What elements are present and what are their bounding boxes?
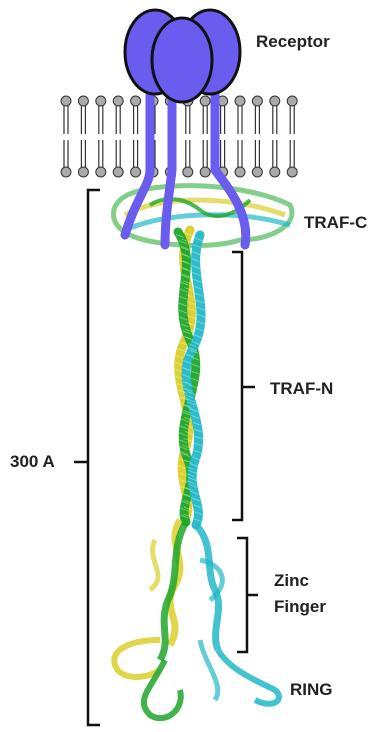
- zinc-finger-bracket: [237, 538, 258, 652]
- length-bracket: [74, 190, 100, 725]
- traf-c-label: TRAF-C: [304, 213, 367, 233]
- zinc-finger-domain: [150, 520, 222, 660]
- ring-label: RING: [290, 680, 333, 700]
- traf-n-bracket: [232, 252, 255, 520]
- traf-n-label: TRAF-N: [270, 379, 333, 399]
- zinc-finger-label-line1: Zinc: [274, 571, 309, 591]
- trimeric-receptor-icon: [125, 10, 240, 102]
- ring-domain: [114, 640, 279, 718]
- receptor-label: Receptor: [256, 32, 330, 52]
- lipid-bilayer-icon: [61, 96, 297, 177]
- zinc-finger-label-line2: Finger: [274, 597, 326, 617]
- traf-n-coiled-coil: [175, 230, 205, 525]
- length-label: 300 A: [10, 452, 55, 472]
- traf-trimer-structure: [113, 186, 292, 719]
